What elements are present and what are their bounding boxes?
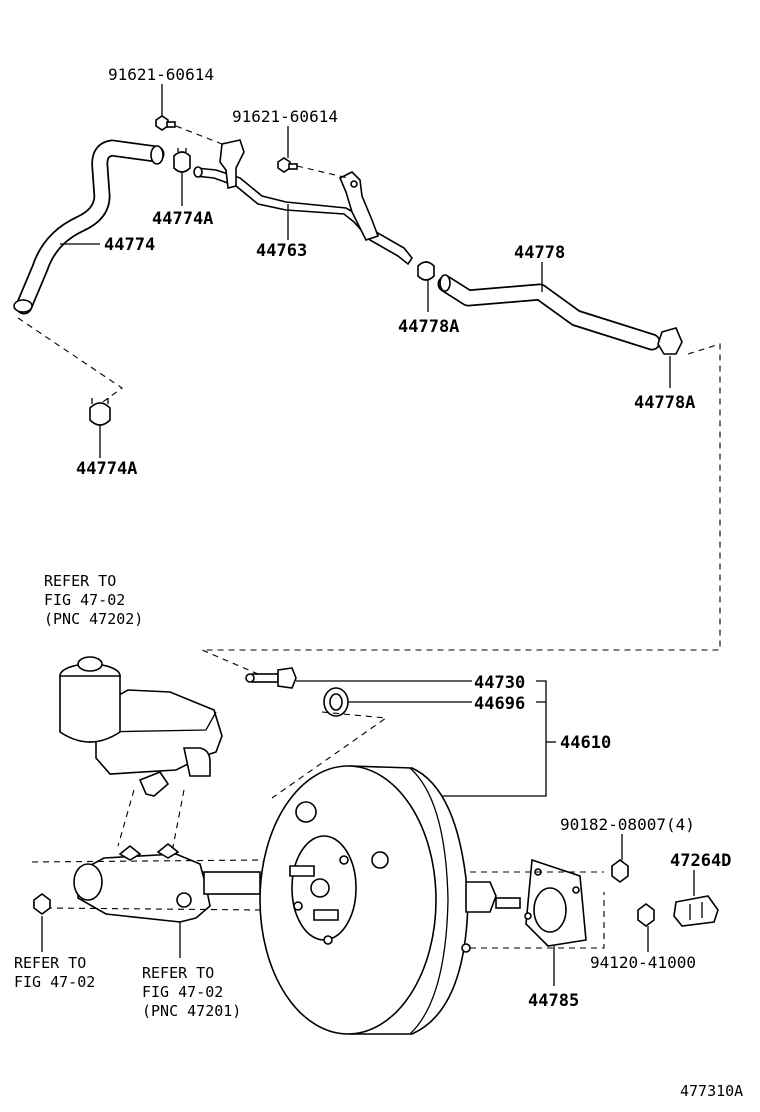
ref-reservoir-line2: FIG 47-02 <box>44 591 125 609</box>
gasket-44785 <box>524 858 587 986</box>
dash-gasket <box>470 871 605 949</box>
pipe-44763 <box>193 139 413 266</box>
label-44774a-upper: 44774A <box>152 209 213 229</box>
ref-master-line2: FIG 47-02 <box>142 983 223 1001</box>
nut-ref <box>33 893 51 952</box>
hose-44774 <box>13 139 165 315</box>
dash-hose-left <box>17 317 123 405</box>
clamp-44774a-upper <box>173 148 191 206</box>
label-44778a-right: 44778A <box>634 393 695 413</box>
label-94120: 94120-41000 <box>590 953 696 972</box>
bolt-91621-left <box>155 84 176 131</box>
label-44774a-lower: 44774A <box>76 459 137 479</box>
ref-reservoir-line1: REFER TO <box>44 572 116 590</box>
label-90182: 90182-08007(4) <box>560 815 695 834</box>
brake-booster-44610 <box>259 765 521 1035</box>
master-cylinder <box>73 842 261 958</box>
label-44763: 44763 <box>256 241 307 261</box>
figure-id: 477310A <box>680 1082 743 1100</box>
dash-bolt-left <box>175 125 223 145</box>
nut-90182 <box>611 834 629 883</box>
hose-44778 <box>437 262 661 351</box>
reservoir <box>59 656 223 797</box>
nut-94120 <box>637 903 655 952</box>
clamp-44778a-right <box>657 327 683 388</box>
label-44785: 44785 <box>528 991 579 1011</box>
label-44730: 44730 <box>474 673 525 693</box>
label-44696: 44696 <box>474 694 525 714</box>
bolt-91621-right <box>277 126 298 173</box>
dash-grommet <box>271 711 388 799</box>
ref-master-line1: REFER TO <box>142 964 214 982</box>
bracket-44610 <box>440 680 547 797</box>
label-91621-left: 91621-60614 <box>108 65 214 84</box>
bracket-47264d <box>673 870 719 927</box>
check-valve-44730 <box>245 667 472 689</box>
ref-nut-line1: REFER TO <box>14 954 86 972</box>
clamp-44774a-lower <box>89 398 111 458</box>
dash-reservoir <box>117 789 185 853</box>
dash-hose-right <box>201 343 721 681</box>
ref-nut-line2: FIG 47-02 <box>14 973 95 991</box>
label-47264d: 47264D <box>670 851 731 871</box>
ref-reservoir-line3: (PNC 47202) <box>44 610 143 628</box>
ref-master-line3: (PNC 47201) <box>142 1002 241 1020</box>
dash-bolt-right <box>296 165 349 179</box>
clamp-44778a-mid <box>417 261 435 312</box>
label-91621-right: 91621-60614 <box>232 107 338 126</box>
label-44778a-mid: 44778A <box>398 317 459 337</box>
label-44778: 44778 <box>514 243 565 263</box>
label-44610: 44610 <box>560 733 611 753</box>
label-44774: 44774 <box>104 235 155 255</box>
grommet-44696 <box>323 687 472 717</box>
